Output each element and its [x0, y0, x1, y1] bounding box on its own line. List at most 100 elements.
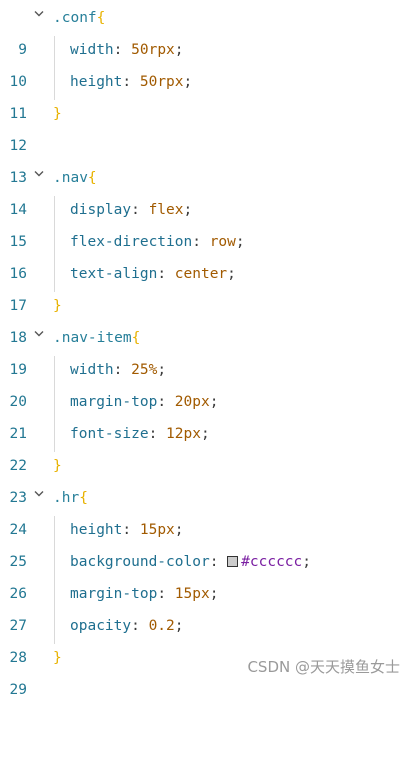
colon: :	[192, 234, 201, 250]
line-number: 15	[9, 234, 27, 250]
code-text: }	[53, 450, 62, 482]
code-line[interactable]: 19 .nav-item{	[0, 322, 414, 378]
css-property: height	[70, 74, 123, 90]
line-number: 21	[9, 426, 27, 442]
code-line[interactable]: 9 .conf{	[0, 2, 414, 58]
css-value: flex	[148, 202, 184, 218]
line-number: 29	[9, 682, 27, 698]
code-text: width: 50rpx;	[70, 34, 184, 66]
css-property: margin-top	[70, 586, 158, 602]
open-brace: {	[87, 170, 97, 186]
code-text: .hr{	[53, 482, 88, 514]
css-value: 20px	[174, 394, 210, 410]
code-text: margin-top: 20px;	[70, 386, 218, 418]
css-selector: .conf	[53, 10, 97, 26]
semicolon: ;	[174, 618, 184, 634]
colon: :	[157, 266, 167, 282]
line-number: 23	[9, 490, 27, 506]
code-line[interactable]: 27 margin-top: 15px;	[0, 578, 414, 634]
color-swatch-icon[interactable]	[227, 556, 239, 567]
code-line[interactable]: 21 margin-top: 20px;	[0, 386, 414, 442]
code-text: }	[53, 98, 62, 130]
chevron-down-icon[interactable]	[33, 482, 45, 514]
css-value: row	[209, 234, 236, 250]
line-number: 28	[9, 650, 27, 666]
open-brace: {	[96, 10, 106, 26]
code-text: flex-direction: row;	[70, 226, 245, 258]
code-text: height: 15px;	[70, 514, 184, 546]
line-number: 18	[9, 330, 27, 346]
code-line[interactable]: 13	[0, 130, 414, 186]
semicolon: ;	[174, 522, 184, 538]
code-line[interactable]: 11 height: 50rpx;	[0, 66, 414, 122]
code-editor[interactable]: 9 .conf{ 10 width: 50rpx; 11 height: 50r…	[0, 0, 414, 698]
code-line[interactable]: 14 .nav{	[0, 162, 414, 218]
semicolon: ;	[183, 74, 193, 90]
colon: :	[157, 394, 167, 410]
code-line[interactable]: 17 text-align: center;	[0, 258, 414, 314]
code-line[interactable]: 15 display: flex;	[0, 194, 414, 250]
watermark: CSDN @天天摸鱼女士	[247, 658, 400, 676]
code-line[interactable]: 18 }	[0, 290, 414, 346]
code-line[interactable]: 12 }	[0, 98, 414, 154]
chevron-down-icon[interactable]	[33, 162, 45, 194]
close-brace: }	[53, 458, 62, 474]
css-color-value: #cccccc	[241, 554, 303, 570]
code-line[interactable]: 16 flex-direction: row;	[0, 226, 414, 282]
css-property: opacity	[70, 618, 132, 634]
css-property: height	[70, 522, 123, 538]
code-line[interactable]: 24 .hr{	[0, 482, 414, 538]
colon: :	[209, 554, 219, 570]
semicolon: ;	[183, 202, 193, 218]
css-value: 12px	[166, 426, 201, 442]
code-text: width: 25%;	[70, 354, 166, 386]
line-number: 11	[9, 106, 27, 122]
line-number: 14	[9, 202, 27, 218]
code-text: display: flex;	[70, 194, 192, 226]
code-line[interactable]: 20 width: 25%;	[0, 354, 414, 410]
code-line[interactable]: 10 width: 50rpx;	[0, 34, 414, 90]
line-number: 25	[9, 554, 27, 570]
semicolon: ;	[174, 42, 184, 58]
css-property: display	[70, 202, 132, 218]
semicolon: ;	[235, 234, 245, 250]
code-line[interactable]: 25 height: 15px;	[0, 514, 414, 570]
colon: :	[131, 202, 140, 218]
line-number: 19	[9, 362, 27, 378]
code-text: }	[53, 642, 62, 674]
code-text: height: 50rpx;	[70, 66, 192, 98]
code-text: .nav-item{	[53, 322, 140, 354]
css-value: 15px	[139, 522, 175, 538]
code-text: font-size: 12px;	[70, 418, 210, 450]
line-number: 22	[9, 458, 27, 474]
line-number: 10	[9, 74, 27, 90]
semicolon: ;	[302, 554, 311, 570]
open-brace: {	[131, 330, 141, 346]
close-brace: }	[53, 106, 62, 122]
colon: :	[131, 618, 140, 634]
code-text: margin-top: 15px;	[70, 578, 218, 610]
semicolon: ;	[227, 266, 236, 282]
code-line[interactable]: 22 font-size: 12px;	[0, 418, 414, 474]
code-line[interactable]: 23 }	[0, 450, 414, 506]
indent-guide	[54, 356, 55, 452]
code-line[interactable]: 26 background-color: #cccccc;	[0, 546, 414, 602]
line-number: 12	[9, 138, 27, 154]
css-value: 25%	[131, 362, 158, 378]
colon: :	[113, 362, 123, 378]
chevron-down-icon[interactable]	[33, 2, 45, 34]
css-value: 50rpx	[131, 42, 175, 58]
colon: :	[122, 74, 132, 90]
code-line[interactable]: 28 opacity: 0.2;	[0, 610, 414, 666]
css-value: 50rpx	[139, 74, 184, 90]
chevron-down-icon[interactable]	[33, 322, 45, 354]
code-text: background-color: #cccccc;	[70, 546, 311, 578]
line-number: 24	[9, 522, 27, 538]
css-property: margin-top	[70, 394, 158, 410]
line-number: 13	[9, 170, 27, 186]
indent-guide	[54, 36, 55, 100]
open-brace: {	[79, 490, 88, 506]
colon: :	[148, 426, 158, 442]
semicolon: ;	[209, 586, 219, 602]
line-number: 20	[9, 394, 27, 410]
